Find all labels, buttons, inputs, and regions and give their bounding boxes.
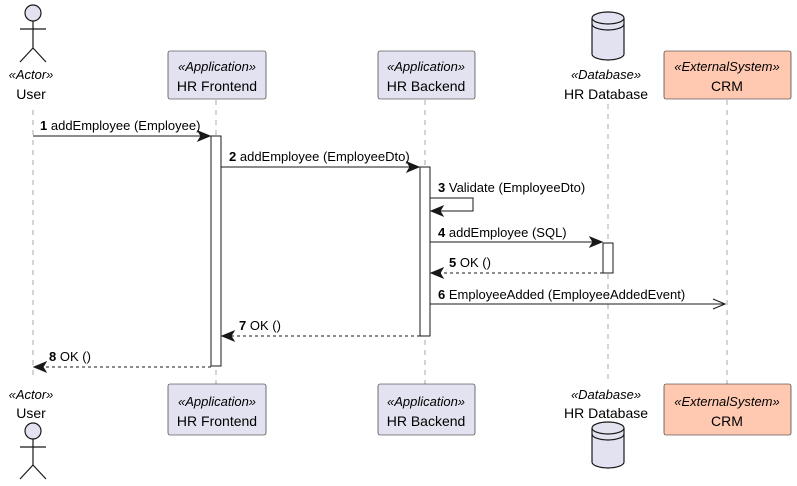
participant-frontend-stereotype: «Application»	[178, 394, 256, 409]
participant-frontend-name: HR Frontend	[177, 78, 257, 94]
activation-backend	[419, 166, 431, 337]
participant-frontend-name: HR Frontend	[177, 413, 257, 429]
participant-crm-stereotype: «ExternalSystem»	[674, 59, 780, 74]
message-number: 1	[40, 118, 47, 133]
participant-backend-name: HR Backend	[387, 413, 466, 429]
actor-user-stereotype: «Actor»	[9, 387, 54, 402]
participant-box	[167, 383, 267, 436]
actor-user-bottom: «Actor» User	[9, 387, 54, 480]
message-label: 5 OK ()	[449, 255, 491, 270]
message-label: 8 OK ()	[49, 349, 91, 364]
participant-frontend-top: «Application» HR Frontend	[167, 50, 267, 100]
message-text: Validate (EmployeeDto)	[449, 180, 585, 195]
participant-box	[377, 383, 476, 436]
participant-backend-name: HR Backend	[387, 78, 466, 94]
arrow-head	[405, 160, 421, 174]
participant-box	[663, 50, 792, 100]
arrow-head	[32, 360, 48, 374]
message-label: 7 OK ()	[239, 318, 281, 333]
database-icon	[591, 11, 625, 61]
participant-database-name: HR Database	[564, 86, 648, 102]
participant-frontend-bottom: «Application» HR Frontend	[167, 383, 267, 436]
actor-icon	[19, 4, 47, 63]
arrow-head	[588, 235, 604, 249]
message-number: 6	[438, 287, 445, 302]
participant-crm-name: CRM	[711, 78, 743, 94]
participant-backend-stereotype: «Application»	[387, 394, 465, 409]
participant-crm-stereotype: «ExternalSystem»	[674, 394, 780, 409]
message-number: 5	[449, 255, 456, 270]
message-1: 1 addEmployee (Employee)	[33, 118, 212, 143]
message-text: addEmployee (SQL)	[449, 225, 567, 240]
arrow-head	[429, 204, 445, 218]
message-4: 4 addEmployee (SQL)	[430, 225, 604, 249]
participant-crm-top: «ExternalSystem» CRM	[663, 50, 792, 100]
database-icon	[591, 421, 625, 469]
message-text: addEmployee (Employee)	[51, 118, 201, 133]
message-text: addEmployee (EmployeeDto)	[240, 149, 410, 164]
message-3: 3 Validate (EmployeeDto)	[429, 180, 585, 218]
message-label: 1 addEmployee (Employee)	[40, 118, 200, 133]
message-6: 6 EmployeeAdded (EmployeeAddedEvent)	[430, 287, 727, 310]
participant-box	[663, 383, 792, 436]
message-text: OK ()	[250, 318, 281, 333]
message-7: 7 OK ()	[220, 318, 420, 343]
participant-crm-name: CRM	[711, 413, 743, 429]
actor-user-stereotype: «Actor»	[9, 67, 54, 82]
participant-database-bottom: «Database» HR Database	[564, 387, 648, 469]
message-number: 4	[438, 225, 446, 240]
actor-icon	[19, 422, 47, 480]
activation-frontend	[210, 135, 222, 367]
participant-box	[377, 50, 476, 100]
message-8: 8 OK ()	[32, 349, 211, 374]
participant-frontend-stereotype: «Application»	[178, 59, 256, 74]
message-text: OK ()	[60, 349, 91, 364]
participant-backend-top: «Application» HR Backend	[377, 50, 476, 100]
participant-crm-bottom: «ExternalSystem» CRM	[663, 383, 792, 436]
actor-user-name: User	[16, 86, 46, 102]
participant-database-stereotype: «Database»	[571, 67, 641, 82]
participant-database-name: HR Database	[564, 405, 648, 421]
message-5: 5 OK ()	[429, 255, 603, 280]
message-number: 8	[49, 349, 56, 364]
actor-user-top: «Actor» User	[9, 4, 54, 102]
participant-database-stereotype: «Database»	[571, 387, 641, 402]
participant-backend-bottom: «Application» HR Backend	[377, 383, 476, 436]
participant-box	[167, 50, 267, 100]
message-2: 2 addEmployee (EmployeeDto)	[221, 149, 421, 174]
message-number: 7	[239, 318, 246, 333]
message-text: OK ()	[460, 255, 491, 270]
participant-database-top: «Database» HR Database	[564, 11, 648, 102]
activation-database	[602, 242, 614, 274]
message-number: 2	[229, 149, 236, 164]
arrow-head	[220, 329, 236, 343]
participant-backend-stereotype: «Application»	[387, 59, 465, 74]
message-label: 4 addEmployee (SQL)	[438, 225, 567, 240]
message-label: 3 Validate (EmployeeDto)	[438, 180, 585, 195]
message-label: 6 EmployeeAdded (EmployeeAddedEvent)	[438, 287, 685, 302]
message-label: 2 addEmployee (EmployeeDto)	[229, 149, 410, 164]
message-text: EmployeeAdded (EmployeeAddedEvent)	[449, 287, 685, 302]
actor-user-name: User	[16, 405, 46, 421]
arrow-head	[429, 266, 445, 280]
arrow-head	[196, 129, 212, 143]
arrow-head	[712, 298, 727, 310]
message-number: 3	[438, 180, 445, 195]
